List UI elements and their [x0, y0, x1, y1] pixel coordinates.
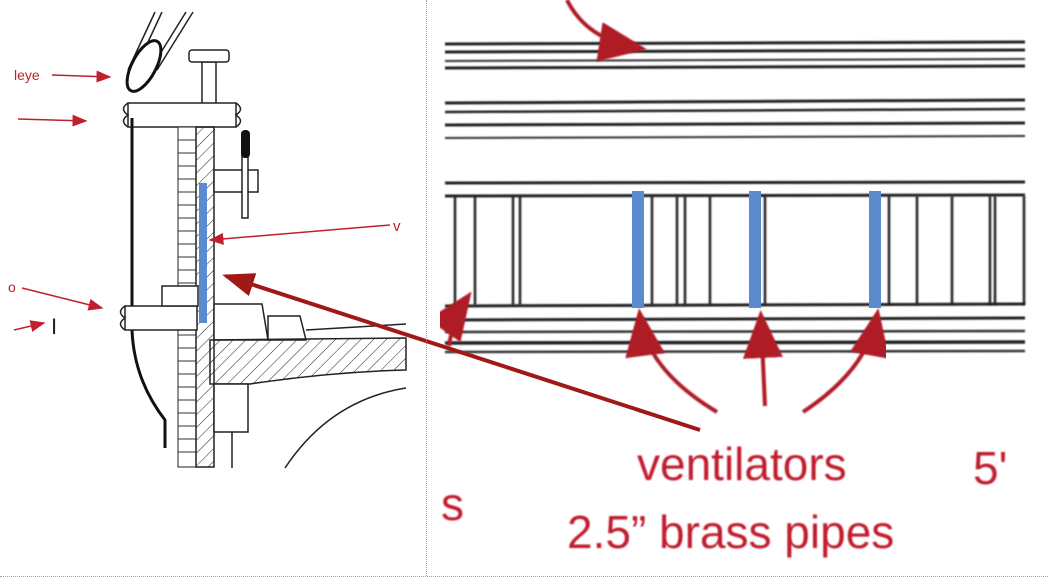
label-v: v	[393, 218, 401, 235]
vent-pipe-blue	[199, 183, 207, 323]
balusters	[453, 196, 1026, 305]
right-panel-zoom-detail: ventilators 5' 2.5” brass pipes s	[427, 0, 1048, 576]
deck-block-2	[267, 315, 307, 341]
vent-pipe-2	[749, 191, 761, 308]
zoom-detail-drawing: ventilators 5' 2.5” brass pipes s	[427, 0, 1026, 558]
label-bar: I	[51, 314, 57, 339]
deck-block-1	[213, 303, 269, 341]
post-cap	[188, 49, 230, 63]
panel-divider-vertical	[426, 0, 427, 576]
label-eye: leye	[14, 67, 40, 83]
section-drawing: leye v o I	[8, 11, 407, 469]
label-ventilators: ventilators	[637, 438, 847, 490]
vent-pipe-3	[869, 191, 881, 308]
vent-pipe-1	[632, 191, 644, 308]
handle-knob	[241, 130, 250, 158]
band-arrow	[17, 114, 88, 127]
bar-arrow	[13, 320, 46, 332]
vertical-post	[201, 61, 217, 105]
lower-band	[124, 305, 198, 331]
hull-outline	[130, 118, 167, 448]
v-arrow	[208, 224, 391, 245]
label-s-fragment: s	[441, 478, 464, 530]
rail-eye-oval	[125, 39, 163, 93]
side-fitting	[213, 169, 259, 193]
label-brass-pipes: 2.5” brass pipes	[567, 506, 894, 558]
panel-divider-horizontal	[0, 576, 1048, 577]
eye-arrow	[51, 70, 112, 83]
rail-lines	[444, 40, 1026, 354]
label-five-ft: 5'	[973, 442, 1007, 494]
label-o: o	[8, 279, 16, 295]
left-panel-section-drawing: leye v o I	[0, 0, 426, 576]
hatched-deck	[209, 337, 407, 385]
hull-curve	[284, 387, 407, 469]
upper-band	[127, 102, 237, 128]
o-arrow	[21, 287, 104, 311]
